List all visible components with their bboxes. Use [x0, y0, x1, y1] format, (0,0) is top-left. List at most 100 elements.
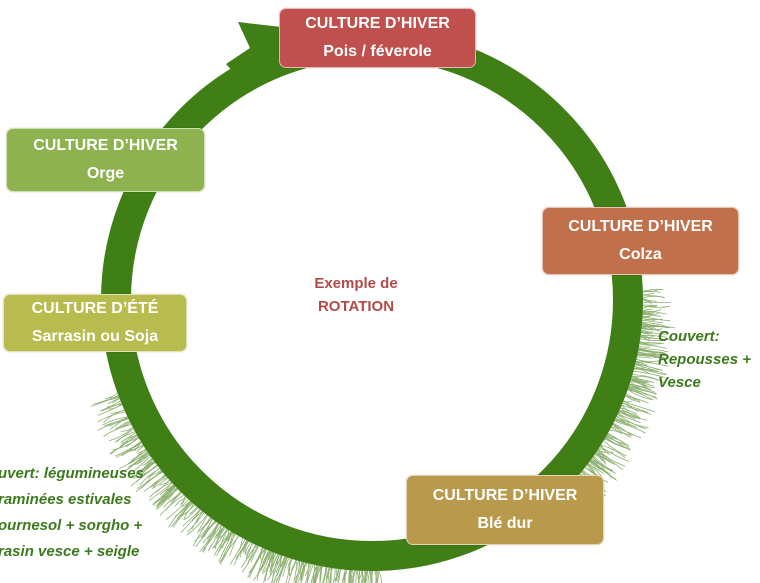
root-strand [260, 549, 266, 563]
root-strand [641, 330, 653, 336]
root-strand [587, 463, 605, 475]
crop-box-sarrasin-soja: CULTURE D’ÉTÉ Sarrasin ou Soja [3, 294, 187, 352]
root-strand [111, 437, 140, 451]
root-strand [300, 561, 304, 579]
cover-note-line: Vesce [658, 374, 701, 391]
root-strand [142, 457, 153, 466]
root-strand [239, 538, 243, 551]
root-strand [132, 450, 148, 462]
root-strand [120, 435, 138, 443]
root-strand [351, 570, 356, 583]
root-strand [137, 465, 158, 478]
root-strand [150, 474, 166, 488]
root-strand [642, 319, 663, 324]
root-strand [202, 524, 222, 552]
root-strand [361, 570, 364, 583]
root-strand [146, 462, 156, 466]
root-strand [635, 362, 644, 365]
root-strand [319, 566, 322, 583]
root-strand [642, 309, 662, 313]
root-strand [204, 521, 217, 538]
cover-crop-note-left: uvert: légumineuses raminées estivales o… [0, 461, 144, 565]
root-strand [615, 419, 630, 424]
root-strand [631, 378, 645, 383]
root-strand [140, 461, 155, 471]
root-strand [639, 343, 654, 346]
root-strand [641, 326, 656, 330]
root-strand [604, 438, 629, 450]
root-strand [246, 543, 254, 556]
root-strand [642, 311, 653, 316]
root-strand [628, 387, 643, 393]
root-strand [612, 424, 632, 438]
root-strand [289, 558, 293, 576]
root-strand [618, 412, 628, 416]
root-strand [333, 568, 340, 582]
root-strand [337, 569, 342, 582]
root-strand [249, 548, 266, 579]
root-strand [270, 553, 279, 572]
root-strand [293, 560, 299, 583]
root-strand [617, 414, 641, 424]
root-strand [642, 289, 664, 292]
crop-box-pois-feverole: CULTURE D’HIVER Pois / féverole [279, 8, 476, 68]
root-strand [367, 570, 371, 583]
root-strand [137, 453, 150, 465]
root-strand [613, 422, 633, 437]
root-strand [596, 450, 605, 460]
root-strand [119, 420, 130, 427]
root-strand [377, 570, 380, 583]
crop-season-label: CULTURE D’HIVER [33, 137, 178, 154]
root-strand [627, 389, 657, 398]
root-strand [629, 383, 651, 390]
root-strand [639, 342, 664, 344]
root-strand [642, 305, 657, 310]
root-strand [616, 416, 649, 429]
root-strand [605, 436, 618, 440]
root-strand [149, 482, 173, 501]
root-strand [642, 312, 655, 314]
root-strand [271, 555, 283, 583]
root-strand [305, 563, 309, 583]
root-strand [642, 311, 655, 316]
root-strand [212, 526, 225, 549]
root-strand [637, 355, 662, 359]
root-strand [618, 411, 637, 420]
root-strand [636, 359, 669, 367]
crop-name-label: Sarrasin ou Soja [31, 328, 159, 345]
root-strand [623, 400, 633, 403]
root-strand [364, 570, 367, 583]
root-strand [605, 436, 614, 443]
root-strand [230, 532, 235, 544]
root-strand [640, 338, 666, 342]
root-strand [129, 441, 142, 452]
root-strand [229, 539, 246, 566]
crop-season-label: CULTURE D’HIVER [305, 15, 450, 32]
root-strand [325, 567, 328, 580]
root-strand [634, 365, 667, 376]
root-strand [300, 562, 306, 583]
root-strand [149, 481, 172, 498]
cover-note-line: rasin vesce + seigle [0, 543, 140, 560]
root-strand [112, 397, 120, 403]
root-strand [247, 547, 264, 579]
root-strand [128, 444, 143, 452]
root-strand [314, 565, 319, 583]
root-strand [195, 518, 213, 548]
root-strand [632, 374, 664, 383]
root-strand [593, 455, 614, 472]
root-strand [596, 450, 626, 467]
root-strand [191, 511, 203, 530]
root-strand [600, 444, 626, 459]
root-strand [198, 517, 211, 532]
root-strand [152, 484, 175, 505]
crop-box-orge: CULTURE D’HIVER Orge [6, 128, 205, 192]
root-strand [151, 477, 169, 490]
root-strand [146, 469, 162, 478]
root-strand [216, 525, 222, 537]
root-strand [638, 348, 669, 353]
root-strand [264, 552, 275, 582]
root-strand [218, 535, 240, 564]
root-strand [189, 506, 198, 515]
crop-season-label: CULTURE D’ÉTÉ [31, 300, 159, 317]
